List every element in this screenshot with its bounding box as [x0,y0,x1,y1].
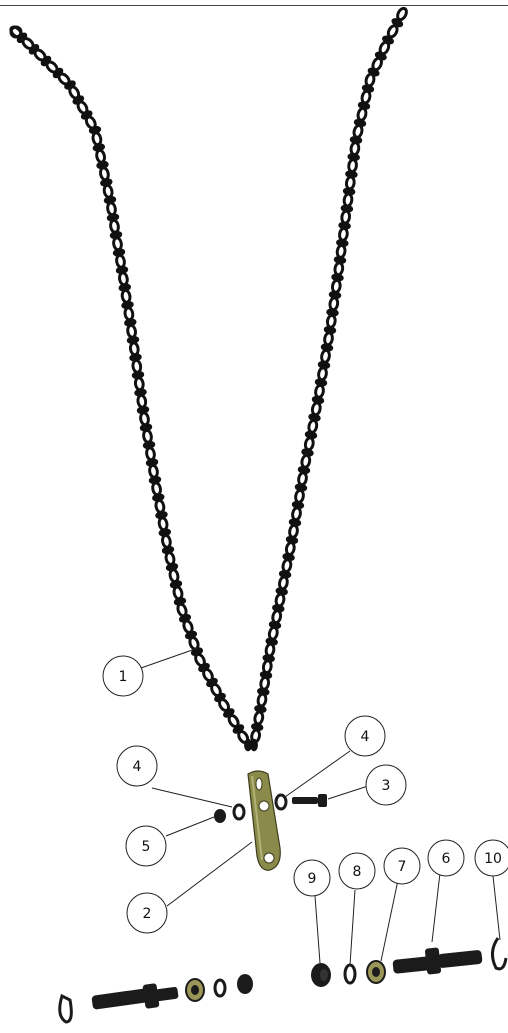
chain-link [148,463,159,479]
chain-link [123,306,135,322]
callout-9: 9 [293,859,331,897]
callout-4a: 4 [116,745,158,787]
chain-link [145,446,156,462]
chain-link [250,738,258,752]
washer-part-8 [343,963,357,985]
chain-link [294,488,305,504]
svg-text:8: 8 [353,864,362,880]
svg-text:1: 1 [119,669,128,685]
chain-link [338,226,349,242]
washer-part-4-left [232,803,246,821]
chain-link [340,209,352,225]
chain-link [328,296,340,312]
callout-3: 3 [365,764,407,806]
chain-link [314,383,325,399]
svg-text:6: 6 [442,851,451,867]
chain-link [300,453,312,469]
pin-assembly-left [58,974,253,1024]
nut-part-5 [214,809,226,823]
chain-link [335,243,347,259]
leader-lines [140,647,501,966]
chain-link [317,366,328,382]
chain-end-ring [9,25,23,39]
chain-link [342,192,354,208]
svg-text:4: 4 [361,729,370,745]
chain-link [349,141,361,157]
chain-link [133,376,145,392]
washer-part-4-right [274,793,288,811]
svg-text:2: 2 [143,906,152,922]
callout-1: 1 [102,655,144,697]
chain-link [131,358,143,374]
svg-text:3: 3 [382,778,391,794]
callout-8: 8 [338,852,376,890]
chain-link [128,341,140,357]
lifting-plate-part-2 [247,770,281,871]
chain-link [109,218,120,234]
chain-link [333,261,345,277]
chain-link [256,692,268,708]
chain-link [142,428,153,444]
svg-text:10: 10 [484,851,502,867]
chain-link [347,158,358,174]
chain-link [112,236,123,252]
svg-text:9: 9 [308,871,317,887]
svg-text:5: 5 [142,839,151,855]
chain-link [297,471,308,487]
clevis-pin-part-6 [392,947,483,975]
chain-link [323,331,334,347]
callout-2: 2 [126,892,168,934]
callout-6: 6 [427,839,465,877]
callout-4b: 4 [344,715,386,757]
chain-link [139,411,150,427]
spacer-part-7 [366,960,386,984]
chain-link [154,498,166,514]
chain-link [320,348,331,364]
chain-link [330,278,342,294]
chain-link [102,183,114,199]
chain-link [325,313,337,329]
chain-link [291,506,302,522]
callout-5: 5 [125,825,167,867]
chain-part-1 [9,6,408,752]
linch-pin-part-10 [491,937,508,971]
chain-link [288,523,299,539]
chain-link [136,393,148,409]
chain-link [253,710,265,726]
chain-link [120,288,132,304]
chain-link [126,323,137,339]
chain-link [344,175,356,191]
svg-text:4: 4 [133,759,142,775]
svg-text:7: 7 [398,859,407,875]
chain-link [151,481,162,497]
chain-link [115,253,126,269]
bushing-part-9 [311,963,331,987]
chain-link [157,516,169,532]
chain-link [106,201,117,217]
chain-link [118,271,129,287]
bolt-part-3 [292,794,327,807]
top-border-line [0,5,508,6]
callout-7: 7 [383,847,421,885]
callout-10: 10 [474,839,508,877]
